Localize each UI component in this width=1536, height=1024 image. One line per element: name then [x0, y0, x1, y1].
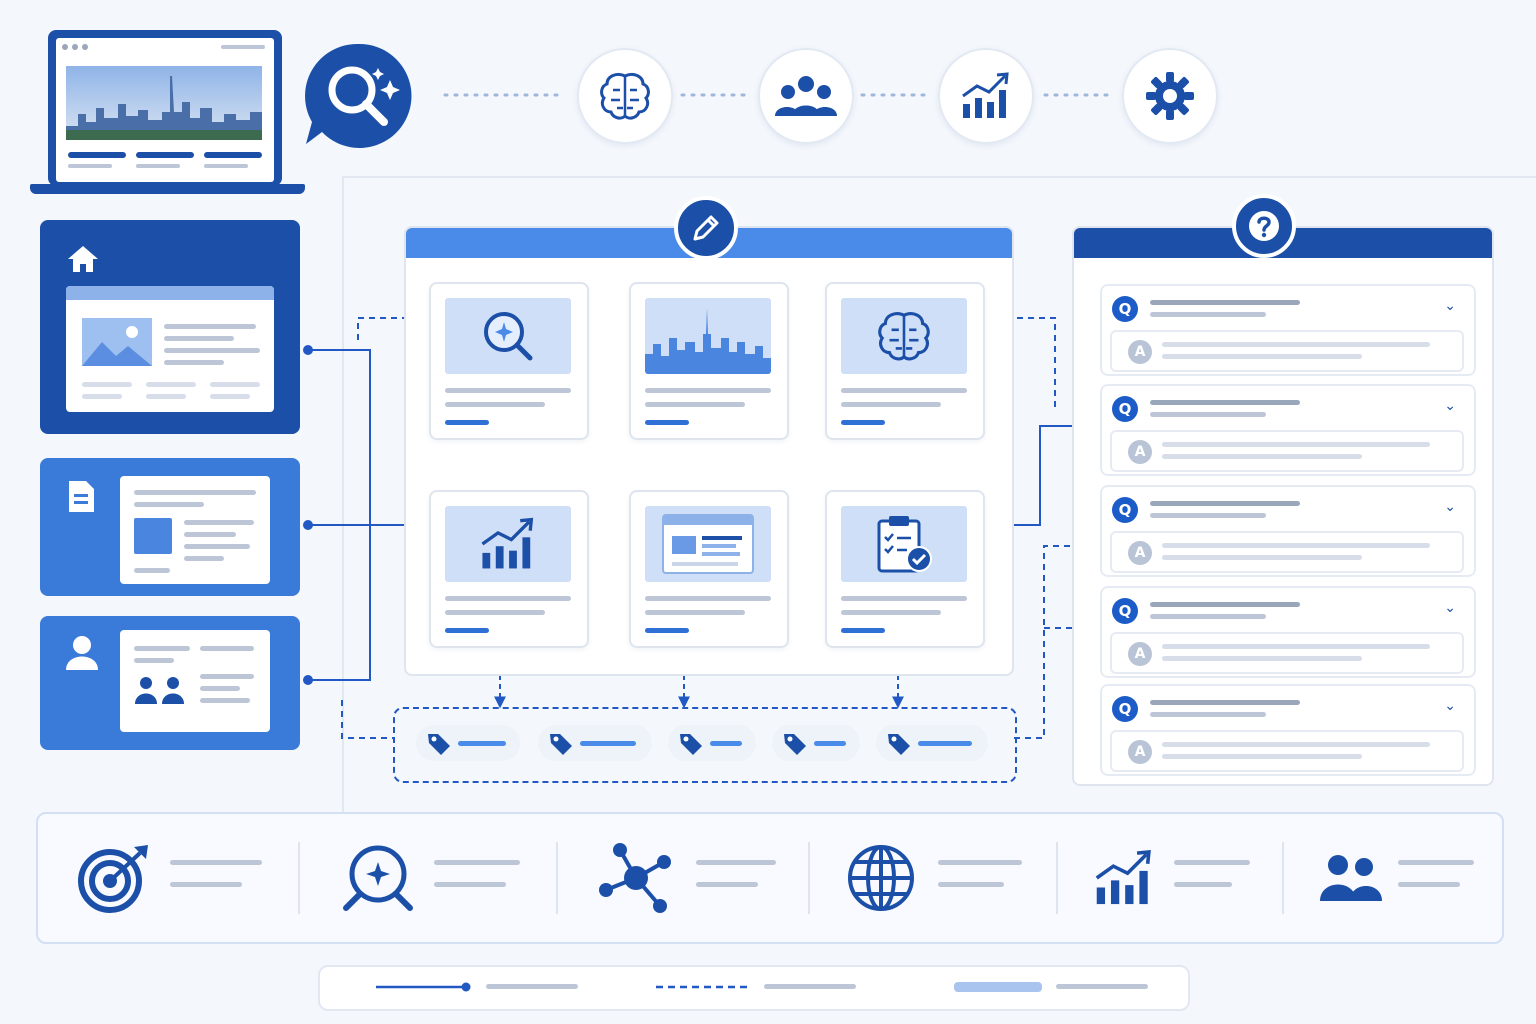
brain-icon — [878, 312, 930, 361]
question-icon — [1249, 211, 1279, 241]
legend-highlight-bar — [954, 982, 1042, 992]
city-skyline-icon — [645, 308, 771, 374]
faq-answer: A — [1110, 632, 1464, 674]
user-icon — [66, 636, 98, 670]
tag-chip-3[interactable] — [668, 725, 756, 761]
question-badge-q: Q — [1112, 396, 1138, 422]
document-panel[interactable] — [40, 458, 300, 596]
top-flow-connectors — [443, 93, 1112, 97]
answer-badge-a: A — [1128, 642, 1152, 666]
answer-badge-a: A — [1128, 541, 1152, 565]
bar-chart-icon — [481, 517, 534, 569]
laptop-illustration — [30, 30, 305, 196]
pencil-icon — [693, 215, 719, 241]
step-settings[interactable] — [1122, 48, 1218, 144]
growth-chart-icon — [1095, 849, 1151, 905]
chevron-down-icon[interactable]: ⌄ — [1444, 698, 1456, 714]
card-clipboard[interactable] — [825, 490, 985, 648]
faq-answer: A — [1110, 730, 1464, 772]
tag-icon — [888, 734, 910, 755]
feature-search[interactable] — [340, 840, 416, 916]
step-growth-chart[interactable] — [938, 48, 1034, 144]
clipboard-check-icon — [877, 516, 932, 573]
workspace-area — [342, 176, 1536, 812]
card-search[interactable] — [429, 282, 589, 440]
gear-icon — [1146, 72, 1194, 120]
question-badge-q: Q — [1112, 696, 1138, 722]
feature-target[interactable] — [76, 840, 150, 916]
image-placeholder-icon — [82, 318, 152, 366]
question-badge-q: Q — [1112, 296, 1138, 322]
brain-icon — [600, 72, 650, 120]
step-brain[interactable] — [577, 48, 673, 144]
legend-dashed-line — [656, 985, 748, 989]
network-icon — [599, 843, 671, 913]
faq-item[interactable]: Q ⌄ A — [1100, 684, 1476, 776]
question-badge-q: Q — [1112, 598, 1138, 624]
tag-icon — [428, 734, 450, 755]
chevron-down-icon[interactable]: ⌄ — [1444, 499, 1456, 515]
card-webpage[interactable] — [629, 490, 789, 648]
faq-answer: A — [1110, 430, 1464, 472]
question-badge-q: Q — [1112, 497, 1138, 523]
faq-answer: A — [1110, 531, 1464, 573]
tag-strip — [393, 707, 1017, 783]
city-skyline-image — [66, 66, 262, 140]
chevron-down-icon[interactable]: ⌄ — [1444, 600, 1456, 616]
globe-icon — [848, 845, 914, 911]
users-icon — [775, 76, 837, 116]
card-brain[interactable] — [825, 282, 985, 440]
legend-solid-line — [376, 982, 471, 992]
tag-chip-2[interactable] — [538, 725, 652, 761]
step-users[interactable] — [758, 48, 854, 144]
question-badge[interactable] — [1232, 194, 1296, 258]
answer-badge-a: A — [1128, 340, 1152, 364]
search-sparkle-badge — [302, 40, 412, 150]
faq-item[interactable]: Q ⌄ A — [1100, 485, 1476, 577]
faq-item[interactable]: Q ⌄ A — [1100, 384, 1476, 476]
answer-badge-a: A — [1128, 740, 1152, 764]
faq-item[interactable]: Q ⌄ A — [1100, 586, 1476, 678]
faq-answer: A — [1110, 330, 1464, 372]
growth-chart-icon — [962, 72, 1009, 118]
card-chart[interactable] — [429, 490, 589, 648]
tag-chip-4[interactable] — [772, 725, 860, 761]
chevron-down-icon[interactable]: ⌄ — [1444, 398, 1456, 414]
feature-growth[interactable] — [1092, 840, 1156, 916]
edit-badge[interactable] — [674, 196, 738, 260]
tag-chip-5[interactable] — [876, 725, 988, 761]
search-sparkle-icon — [343, 845, 413, 911]
users-icon — [1320, 855, 1382, 901]
home-icon — [68, 246, 98, 272]
feature-network[interactable] — [596, 840, 676, 916]
feature-bar — [36, 812, 1504, 944]
feature-globe[interactable] — [846, 840, 916, 916]
legend-bar — [318, 965, 1190, 1011]
answer-badge-a: A — [1128, 440, 1152, 464]
tag-icon — [680, 734, 702, 755]
search-sparkle-icon — [305, 43, 412, 148]
document-icon — [69, 481, 94, 512]
search-icon — [484, 312, 533, 361]
faq-item[interactable]: Q ⌄ A — [1100, 284, 1476, 376]
tag-chip-1[interactable] — [416, 725, 520, 761]
feature-users[interactable] — [1318, 840, 1384, 916]
tag-icon — [550, 734, 572, 755]
card-city[interactable] — [629, 282, 789, 440]
tag-icon — [784, 734, 806, 755]
web-page-icon — [662, 514, 754, 574]
users-icon — [135, 677, 184, 704]
profile-panel[interactable] — [40, 616, 300, 750]
chevron-down-icon[interactable]: ⌄ — [1444, 298, 1456, 314]
home-panel[interactable] — [40, 220, 300, 434]
target-icon — [78, 845, 148, 913]
